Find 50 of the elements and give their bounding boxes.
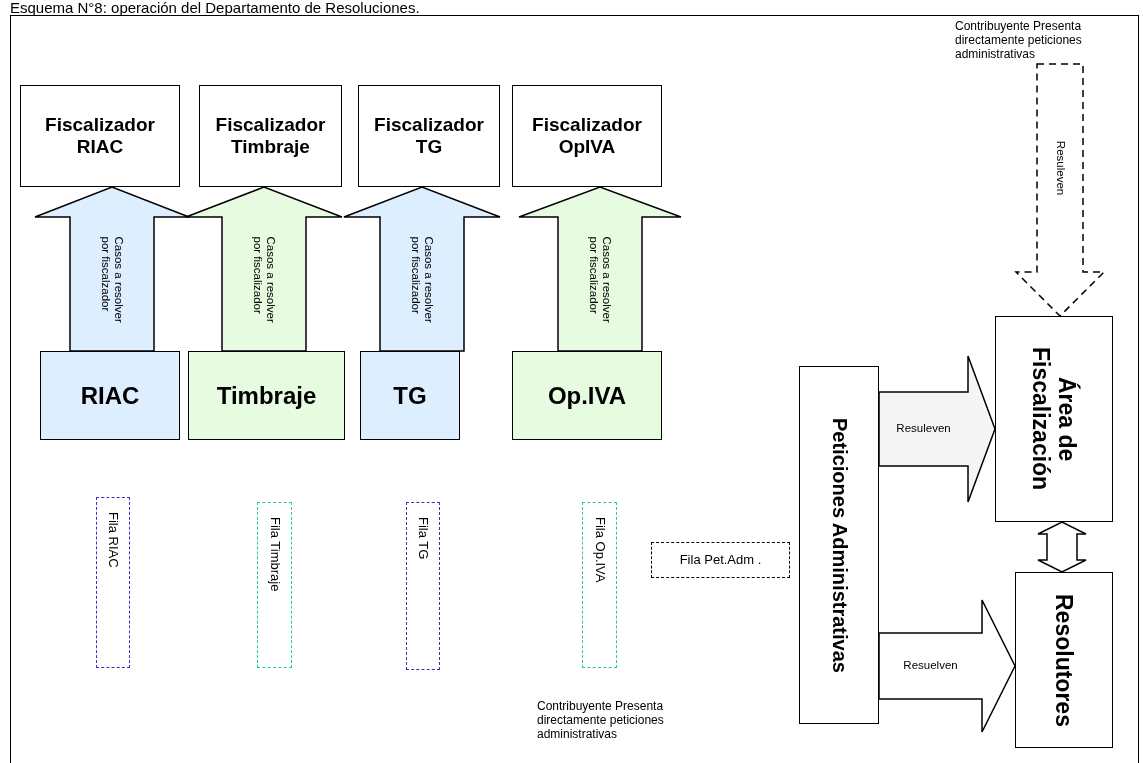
edge-label: Casos a resolver por fiscalizador xyxy=(409,236,436,325)
block-arrow xyxy=(343,186,501,352)
process-box xyxy=(799,366,879,724)
node-label: Fila Op.IVA xyxy=(592,517,607,583)
process-box xyxy=(1015,572,1113,748)
block-arrow xyxy=(518,186,682,352)
process-box xyxy=(512,351,662,440)
queue-box xyxy=(257,502,292,668)
node-label: Fila RIAC xyxy=(105,512,121,568)
process-box xyxy=(358,85,500,187)
block-arrow xyxy=(34,186,190,352)
note-text: Contribuyente Presenta directamente peticiones administrativas xyxy=(955,18,1140,64)
edge-label: Casos a resolver por fiscalzador xyxy=(99,236,126,325)
node-label: Fiscalizador RIAC xyxy=(44,114,156,158)
node-label: TG xyxy=(393,381,427,410)
queue-box xyxy=(651,542,790,578)
node-label: RIAC xyxy=(80,381,140,410)
process-box xyxy=(188,351,345,440)
edge-label: Casos a resolver por fiscalizador xyxy=(587,236,614,325)
queue-box xyxy=(406,502,440,670)
block-arrow xyxy=(1014,63,1106,318)
node-label: Fiscalizador TG xyxy=(373,114,485,158)
edge-label: Resuelven xyxy=(903,659,958,673)
process-box xyxy=(199,85,342,187)
node-label: Fiscalizador OpIVA xyxy=(531,114,643,158)
node-label: Resolutores xyxy=(1050,593,1078,727)
block-arrow xyxy=(1037,521,1087,573)
queue-box xyxy=(582,502,617,668)
node-label: Peticiones Administrativas xyxy=(827,417,851,673)
node-label: Timbraje xyxy=(216,381,317,410)
node-label: Área de Fiscalización xyxy=(1027,346,1081,493)
edge-label: Casos a resolver por fiscalizador xyxy=(251,236,278,325)
node-label: Fiscalizador Timbraje xyxy=(214,114,327,158)
node-label: Fila Pet.Adm . xyxy=(679,552,762,568)
block-arrow xyxy=(878,599,1016,733)
block-arrow xyxy=(878,355,996,503)
note-text: Contribuyente Presenta directamente peticiones administrativas xyxy=(537,700,665,742)
diagram-title: Esquema N°8: operación del Departamento de Resoluciones. xyxy=(10,0,420,15)
block-arrow xyxy=(185,186,343,352)
edge-label: Resuleven xyxy=(896,422,951,436)
process-box xyxy=(512,85,662,187)
process-box xyxy=(20,85,180,187)
node-label: Fila TG xyxy=(415,517,431,560)
process-box xyxy=(360,351,460,440)
edge-label: Resuleven xyxy=(1053,140,1067,196)
node-label: Op.IVA xyxy=(547,381,627,410)
process-box xyxy=(40,351,180,440)
queue-box xyxy=(96,497,130,668)
node-label: Fila Timbraje xyxy=(267,517,282,592)
process-box xyxy=(995,316,1113,522)
